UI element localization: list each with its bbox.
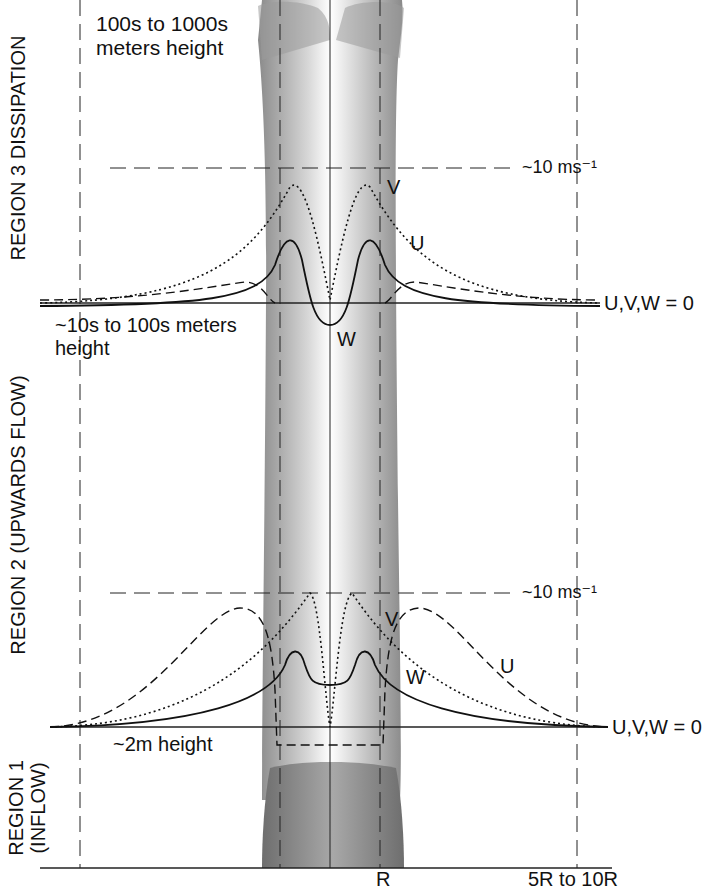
dashed-level [110, 593, 518, 594]
dashed-guide [577, 0, 578, 868]
dashed-level [110, 168, 518, 169]
speed-scale: ~10 ms⁻¹ [522, 582, 632, 603]
zero-note: U,V,W = 0 [612, 716, 716, 739]
speed-scale: ~10 ms⁻¹ [522, 157, 632, 178]
dashed-guide [280, 0, 281, 868]
zero-note: U,V,W = 0 [604, 292, 714, 315]
axis-mark: 5R to 10R [528, 868, 648, 891]
height-note: ~10s to 100s meters height [55, 314, 267, 360]
w-profile [40, 240, 600, 325]
height-note: ~2m height [113, 733, 243, 756]
axis-mark: R [376, 868, 390, 891]
dashed-guide [380, 0, 381, 868]
profile-letter: U [500, 655, 514, 678]
dashed-guide [80, 0, 81, 868]
v-profile [50, 593, 608, 727]
region-label: REGION 3 DISSIPATION [7, 3, 29, 293]
profile-letter: W [406, 666, 425, 689]
region-label: REGION 2 (UPWARDS FLOW) [7, 305, 29, 725]
ground-line [40, 867, 612, 869]
profile-letter: V [385, 608, 398, 631]
region-label: REGION 1 (INFLOW) [5, 749, 49, 867]
v-profile [40, 185, 600, 303]
u-profile [40, 282, 600, 303]
u-profile [50, 608, 608, 745]
profile-letter: W [337, 328, 356, 351]
axis-line [330, 0, 331, 868]
profile-letter: V [387, 176, 400, 199]
profile-letter: U [410, 232, 424, 255]
inflow-base [262, 762, 404, 868]
w-profile [50, 651, 608, 727]
height-note: 100s to 1000s meters height [96, 12, 254, 60]
baseline [50, 726, 608, 728]
